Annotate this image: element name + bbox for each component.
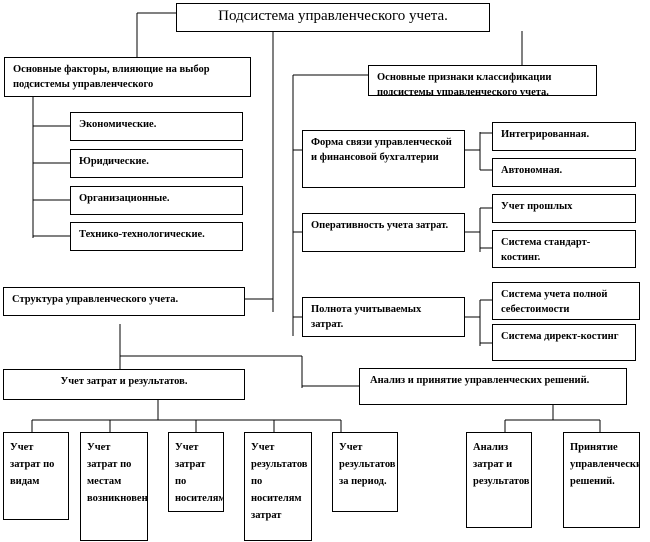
- factors-header-box: Основные факторы, влияющие на выбор подс…: [4, 57, 251, 97]
- accounting-item-box: Учет затрат по носителям: [168, 432, 224, 512]
- accounting-item-box: Учет затрат по видам: [3, 432, 69, 520]
- classification-option-box: Учет прошлых: [492, 194, 636, 223]
- factor-box: Технико-технологические.: [70, 222, 243, 251]
- classification-option-box: Автономная.: [492, 158, 636, 187]
- analysis-box: Анализ и принятие управленческих решений…: [359, 368, 627, 405]
- structure-header-box: Структура управленческого учета.: [3, 287, 245, 316]
- accounting-item-box: Учет результатов за период.: [332, 432, 398, 512]
- analysis-item-box: Анализ затрат и результатов: [466, 432, 532, 528]
- factor-box: Экономические.: [70, 112, 243, 141]
- accounting-box: Учет затрат и результатов.: [3, 369, 245, 400]
- accounting-item-box: Учет результатов по носителям затрат: [244, 432, 312, 541]
- classification-option-box: Система директ-костинг: [492, 324, 636, 361]
- classification-option-box: Система учета полной себестоимости: [492, 282, 640, 320]
- accounting-item-box: Учет затрат по местам возникновения: [80, 432, 148, 541]
- title-box: Подсистема управленческого учета.: [176, 3, 490, 32]
- factor-box: Организационные.: [70, 186, 243, 215]
- factor-box: Юридические.: [70, 149, 243, 178]
- classification-group-box: Оперативность учета затрат.: [302, 213, 465, 252]
- classification-header-box: Основные признаки классификации подсисте…: [368, 65, 597, 96]
- analysis-item-box: Принятие управленческих решений.: [563, 432, 640, 528]
- classification-option-box: Система стандарт-костинг.: [492, 230, 636, 268]
- classification-option-box: Интегрированная.: [492, 122, 636, 151]
- classification-group-box: Форма связи управленческой и финансовой …: [302, 130, 465, 188]
- classification-group-box: Полнота учитываемых затрат.: [302, 297, 465, 337]
